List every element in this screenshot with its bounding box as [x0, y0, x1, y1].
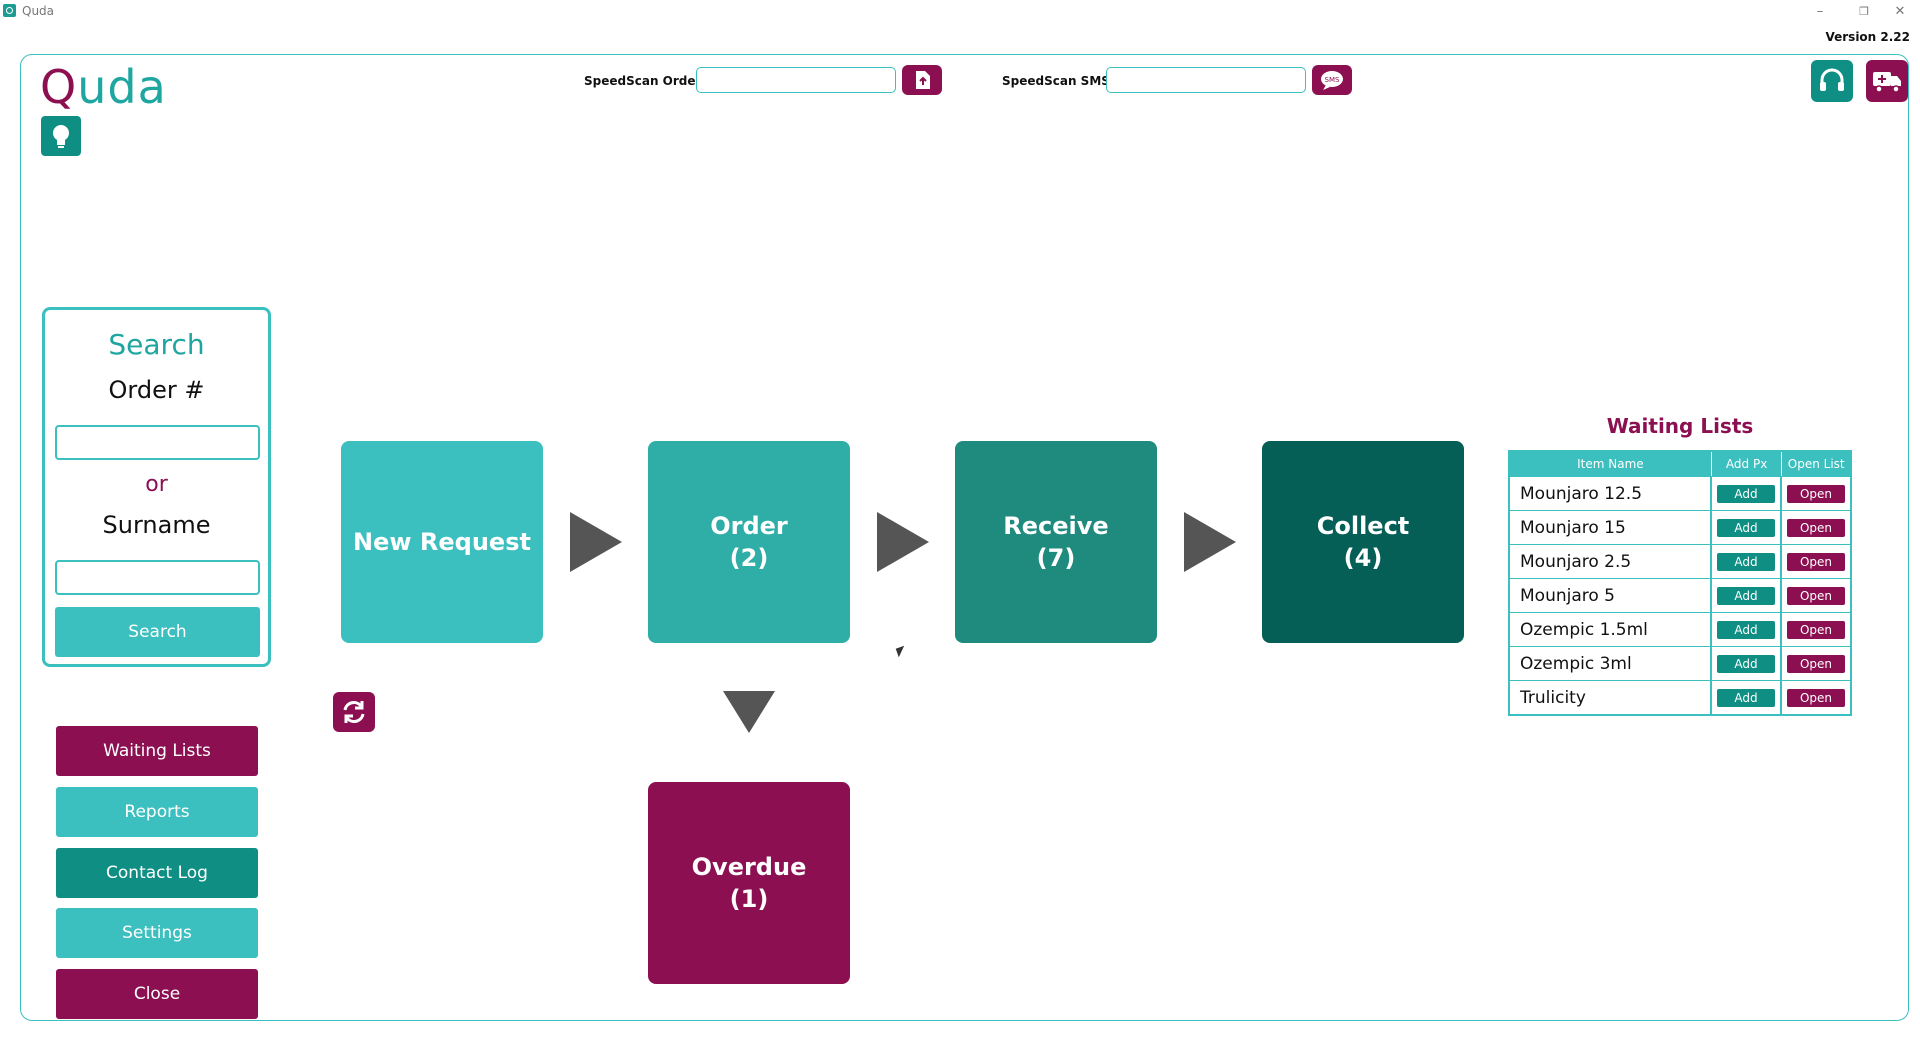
search-title: Search: [108, 328, 205, 361]
add-px-button[interactable]: Add: [1717, 518, 1775, 537]
speedscan-sms-input[interactable]: [1106, 67, 1306, 93]
add-px-button[interactable]: Add: [1717, 552, 1775, 571]
search-panel: Search Order # or Surname Search: [42, 307, 271, 667]
open-list-button[interactable]: Open: [1787, 654, 1845, 673]
version-label: Version 2.22: [1825, 30, 1910, 44]
header-add-px: Add Px: [1712, 452, 1783, 476]
receive-count: (7): [1036, 544, 1076, 572]
add-px-button[interactable]: Add: [1717, 484, 1775, 503]
table-row: Trulicity Add Open: [1510, 680, 1850, 714]
table-row: Ozempic 3ml Add Open: [1510, 646, 1850, 680]
new-request-tile[interactable]: New Request: [341, 441, 543, 643]
title-bar: Quda – ❐ ✕: [0, 0, 1920, 24]
open-list-button[interactable]: Open: [1787, 620, 1845, 639]
open-list-button[interactable]: Open: [1787, 552, 1845, 571]
order-label: Order: [710, 512, 788, 540]
search-button[interactable]: Search: [55, 607, 260, 657]
collect-tile[interactable]: Collect (4): [1262, 441, 1464, 643]
waiting-lists-title: Waiting Lists: [1606, 414, 1754, 438]
delivery-button[interactable]: [1866, 60, 1908, 102]
receive-tile[interactable]: Receive (7): [955, 441, 1157, 643]
quda-logo: Quda: [40, 60, 167, 114]
overdue-label: Overdue: [691, 853, 807, 881]
arrow-down-icon: [723, 691, 775, 733]
delivery-van-icon: [1873, 72, 1901, 93]
lightbulb-icon: [53, 125, 69, 148]
headset-icon: [1820, 68, 1844, 91]
contact-log-button[interactable]: Contact Log: [56, 848, 258, 898]
receive-label: Receive: [1003, 512, 1109, 540]
refresh-button[interactable]: [333, 692, 375, 732]
add-px-button[interactable]: Add: [1717, 620, 1775, 639]
collect-label: Collect: [1316, 512, 1410, 540]
new-request-label: New Request: [353, 528, 531, 556]
add-px-button[interactable]: Add: [1717, 688, 1775, 707]
table-row: Mounjaro 15 Add Open: [1510, 510, 1850, 544]
support-button[interactable]: [1811, 60, 1853, 102]
speedscan-sms-button[interactable]: SMS: [1312, 65, 1352, 95]
overdue-tile[interactable]: Overdue (1): [648, 782, 850, 984]
add-px-button[interactable]: Add: [1717, 586, 1775, 605]
waiting-lists-button[interactable]: Waiting Lists: [56, 726, 258, 776]
order-number-input[interactable]: [55, 425, 260, 460]
arrow-right-icon: [1184, 512, 1236, 572]
collect-count: (4): [1343, 544, 1383, 572]
svg-text:SMS: SMS: [1325, 76, 1340, 84]
open-list-button[interactable]: Open: [1787, 586, 1845, 605]
surname-input[interactable]: [55, 560, 260, 595]
arrow-right-icon: [877, 512, 929, 572]
reports-button[interactable]: Reports: [56, 787, 258, 837]
table-row: Mounjaro 2.5 Add Open: [1510, 544, 1850, 578]
item-name: Ozempic 1.5ml: [1510, 613, 1712, 646]
item-name: Trulicity: [1510, 681, 1712, 714]
app-icon: [3, 4, 16, 17]
table-row: Ozempic 1.5ml Add Open: [1510, 612, 1850, 646]
window-title: Quda: [22, 4, 55, 18]
header-item-name: Item Name: [1510, 452, 1712, 476]
open-list-button[interactable]: Open: [1787, 688, 1845, 707]
arrow-right-icon: [570, 512, 622, 572]
speedscan-order-input[interactable]: [696, 67, 896, 93]
item-name: Mounjaro 2.5: [1510, 545, 1712, 578]
table-header: Item Name Add Px Open List: [1510, 452, 1850, 476]
order-tile[interactable]: Order (2): [648, 441, 850, 643]
speedscan-order-button[interactable]: [902, 65, 942, 95]
order-count: (2): [729, 544, 769, 572]
or-label: or: [145, 472, 168, 497]
item-name: Mounjaro 12.5: [1510, 477, 1712, 510]
waiting-lists-table: Item Name Add Px Open List Mounjaro 12.5…: [1508, 450, 1852, 716]
order-number-label: Order #: [108, 376, 205, 404]
item-name: Ozempic 3ml: [1510, 647, 1712, 680]
sms-icon: SMS: [1321, 71, 1343, 90]
speedscan-order-label: SpeedScan Order: [584, 74, 702, 88]
settings-button[interactable]: Settings: [56, 908, 258, 958]
surname-label: Surname: [102, 511, 211, 539]
overdue-count: (1): [729, 885, 769, 913]
add-px-button[interactable]: Add: [1717, 654, 1775, 673]
restore-button[interactable]: ❐: [1859, 5, 1869, 18]
minimize-button[interactable]: –: [1816, 4, 1824, 19]
refresh-icon: [343, 701, 365, 723]
header-open-list: Open List: [1787, 457, 1845, 471]
item-name: Mounjaro 5: [1510, 579, 1712, 612]
item-name: Mounjaro 15: [1510, 511, 1712, 544]
close-window-button[interactable]: ✕: [1894, 4, 1906, 19]
open-list-button[interactable]: Open: [1787, 518, 1845, 537]
table-row: Mounjaro 12.5 Add Open: [1510, 476, 1850, 510]
close-button[interactable]: Close: [56, 969, 258, 1019]
speedscan-sms-label: SpeedScan SMS: [1002, 74, 1110, 88]
document-upload-icon: [916, 71, 930, 89]
table-row: Mounjaro 5 Add Open: [1510, 578, 1850, 612]
main-frame: [20, 54, 1909, 1021]
tips-button[interactable]: [41, 116, 81, 156]
open-list-button[interactable]: Open: [1787, 484, 1845, 503]
